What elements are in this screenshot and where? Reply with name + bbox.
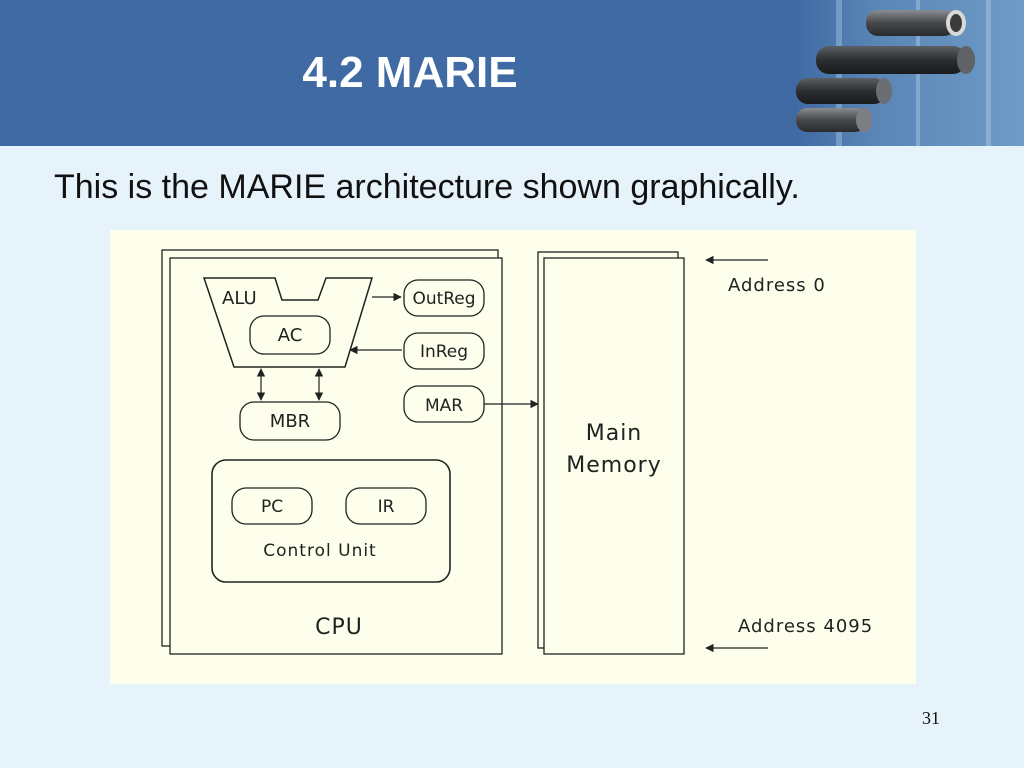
memory-label-line1: Main bbox=[586, 421, 643, 446]
pc-label: PC bbox=[261, 497, 283, 517]
inreg-label: InReg bbox=[420, 342, 468, 362]
mar-label: MAR bbox=[425, 396, 463, 416]
ir-register bbox=[345, 487, 427, 525]
header-pipes-image bbox=[796, 0, 1024, 146]
mbr-register bbox=[239, 401, 341, 441]
slide-subtitle: This is the MARIE architecture shown gra… bbox=[54, 168, 800, 206]
ac-label: AC bbox=[278, 325, 303, 346]
slide-title: 4.2 MARIE bbox=[302, 48, 518, 97]
pc-register bbox=[231, 487, 313, 525]
ac-register bbox=[249, 315, 331, 355]
cpu-label: CPU bbox=[315, 615, 363, 640]
page-number: 31 bbox=[922, 708, 940, 728]
mbr-label: MBR bbox=[270, 411, 310, 432]
memory-label-line2: Memory bbox=[566, 453, 661, 478]
address-4095-label: Address 4095 bbox=[738, 616, 873, 637]
outreg-register bbox=[403, 279, 485, 317]
outreg-label: OutReg bbox=[412, 289, 475, 309]
ir-label: IR bbox=[378, 497, 395, 517]
pipes-illustration bbox=[796, 0, 1024, 146]
diagram-svg: ALU AC MBR OutReg InReg MAR bbox=[161, 249, 873, 655]
alu-label: ALU bbox=[222, 288, 257, 309]
inreg-register bbox=[403, 332, 485, 370]
control-unit-label: Control Unit bbox=[263, 541, 376, 561]
memory-box bbox=[543, 257, 685, 655]
marie-architecture-diagram: ALU AC MBR OutReg InReg MAR bbox=[110, 230, 916, 684]
address-0-label: Address 0 bbox=[728, 275, 826, 296]
